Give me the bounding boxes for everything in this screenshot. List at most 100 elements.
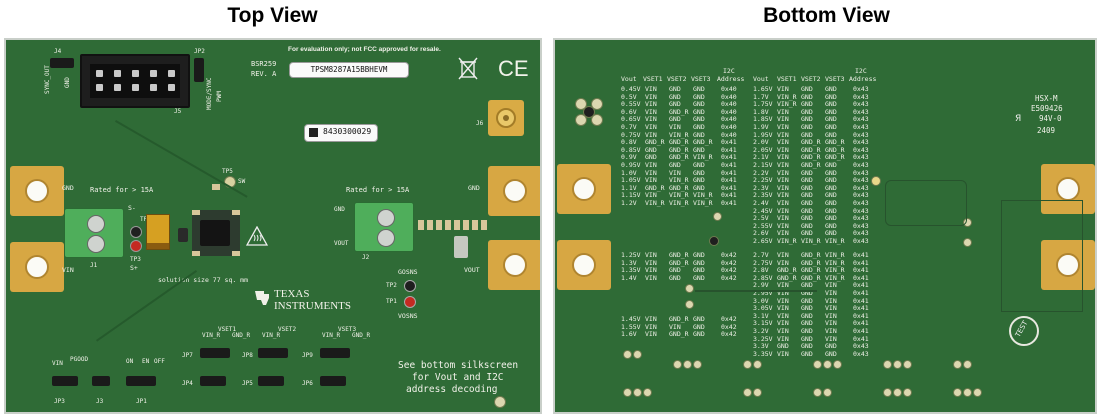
solution-size-note: solution size 77 sq. mm (158, 276, 249, 284)
header-vout-a: Vout (621, 75, 637, 83)
table-col-vout-e: 1.45V 1.55V 1.6V (621, 315, 641, 339)
en-label: EN (142, 358, 150, 365)
part-label: TPSM8287A15BBHEVM (289, 62, 409, 78)
marking-hsx: HSX-M (1035, 94, 1058, 103)
s-plus-label: S+ (130, 264, 138, 272)
pcb-trace (1001, 200, 1083, 312)
vin-r-label-1: VIN_R (202, 332, 221, 339)
s-minus-label: S- (128, 204, 136, 212)
header-i2c-b: I2C (855, 67, 867, 75)
table-col-vset2-e: GND_R VIN GND_R (669, 315, 689, 339)
header-address-a: Address (717, 75, 745, 83)
tp4-label: TP4 (140, 216, 151, 223)
via (685, 284, 694, 293)
table-col-address-d: 0x41 0x41 0x41 0x41 0x41 0x41 0x41 0x41 … (853, 251, 869, 358)
pcb-trace (885, 180, 967, 226)
jumper-jp9[interactable] (320, 348, 350, 358)
table-col-address-e: 0x42 0x42 0x42 (721, 315, 737, 339)
mounting-via (591, 98, 603, 110)
via (709, 236, 719, 246)
vset2-label: VSET2 (278, 326, 297, 333)
header-vset3-b: VSET3 (825, 75, 845, 83)
j3-label: J3 (96, 398, 104, 405)
terminal-block-j1 (64, 208, 124, 258)
pad-gnd-left (10, 166, 64, 216)
j5-label: J5 (174, 108, 182, 115)
test-point-tp1 (404, 296, 416, 308)
jp5-label: JP5 (242, 380, 253, 387)
pgood-label: PGOOD (70, 356, 89, 363)
header-vset2-b: VSET2 (801, 75, 821, 83)
j4-label: J4 (54, 48, 62, 55)
table-col-vout-a: 0.45V 0.5V 0.55V 0.6V 0.65V 0.7V 0.75V 0… (621, 85, 641, 207)
sma-connector-j6 (488, 100, 524, 136)
test-stamp: TEST (1009, 316, 1039, 346)
bottom-view-title: Bottom View (763, 4, 890, 27)
gnd-term-label: GND (334, 206, 345, 213)
mounting-via (575, 114, 587, 126)
tp2-label: TP2 (386, 282, 397, 289)
via (963, 238, 972, 247)
tantalum-capacitor-c8 (146, 214, 170, 250)
table-col-vout-c: 1.25V 1.3V 1.35V 1.4V (621, 251, 641, 282)
rated-left-label: Rated for > 15A (90, 186, 154, 194)
jumper-jp1[interactable] (126, 376, 156, 386)
jp8-label: JP8 (242, 352, 253, 359)
test-stamp-text: TEST (1013, 319, 1030, 339)
marking-date-code: 2409 (1037, 126, 1056, 135)
pad-bottom-right-bottom (1041, 240, 1095, 290)
gnd-left-label: GND (62, 184, 74, 192)
table-col-vset1-b: VIN VIN_R VIN_R VIN VIN VIN VIN VIN VIN … (777, 85, 797, 245)
jumper-jp3[interactable] (52, 376, 78, 386)
jp7-label: JP7 (182, 352, 193, 359)
top-view-title: Top View (227, 4, 318, 27)
pcb-trace (695, 290, 817, 292)
top-board-photo: For evaluation only; not FCC approved fo… (4, 38, 542, 414)
smd-chip (178, 228, 188, 242)
sw-label: SW (238, 178, 246, 185)
vin-left-label: VIN (62, 266, 74, 274)
weee-bin-icon (458, 56, 478, 80)
table-col-vset2-a: GND GND GND GND_R GND VIN VIN_R GND_R GN… (669, 85, 689, 207)
on-label: ON (126, 358, 134, 365)
rev-label: REV. A (251, 70, 277, 78)
table-col-vset1-a: VIN VIN VIN VIN VIN VIN VIN GND_R GND GN… (645, 85, 665, 207)
hot-surface-warning-icon (245, 225, 269, 251)
marking-94v0: 94V-0 (1039, 114, 1062, 123)
connector-j3 (92, 376, 110, 386)
table-col-vout-d: 2.7V 2.75V 2.8V 2.85V 2.9V 2.95V 3.0V 3.… (753, 251, 773, 358)
jumper-jp6[interactable] (320, 376, 346, 386)
output-capacitor-c5 (454, 236, 468, 258)
test-point-tp3 (130, 240, 142, 252)
table-col-vset3-b: GND GND GND GND GND GND GND GND_R GND_R … (825, 85, 845, 245)
test-point-tp4 (130, 226, 142, 238)
gnd-small-label: GND (64, 77, 71, 88)
header-vset1-a: VSET1 (643, 75, 663, 83)
header-address-b: Address (849, 75, 877, 83)
vin-jp-label: VIN (52, 360, 63, 367)
fiducial-mark (494, 396, 506, 408)
vout-right-label: VOUT (464, 266, 480, 274)
mounting-via (583, 106, 595, 118)
serial-number: 8430300029 (323, 127, 372, 136)
ul-recognized-icon: Я (1015, 114, 1022, 124)
pad-vout-right (488, 240, 540, 290)
j6-label: J6 (476, 120, 484, 127)
table-col-vset2-c: GND_R GND_R GND GND (669, 251, 689, 282)
power-module-ic (192, 210, 240, 256)
table-col-vset3-d: VIN_R VIN_R VIN_R VIN_R VIN VIN VIN VIN … (825, 251, 845, 358)
jumper-jp7[interactable] (200, 348, 230, 358)
jumper-jp8[interactable] (258, 348, 288, 358)
jumper-jp4[interactable] (200, 376, 226, 386)
tp5-label: TP5 (222, 168, 233, 175)
table-col-vset1-d: VIN VIN GND_R GND_R VIN VIN VIN VIN VIN … (777, 251, 797, 358)
jumper-jp5[interactable] (258, 376, 284, 386)
ce-mark: CE (498, 56, 529, 81)
header-i2c-a: I2C (723, 67, 735, 75)
j4-header (50, 58, 74, 68)
header-vout-b: Vout (753, 75, 769, 83)
header-vset2-a: VSET2 (667, 75, 687, 83)
jp1-label: JP1 (136, 398, 147, 405)
j5-header (80, 54, 190, 108)
table-col-vset2-b: GND GND GND GND GND GND GND GND_R GND_R … (801, 85, 821, 245)
